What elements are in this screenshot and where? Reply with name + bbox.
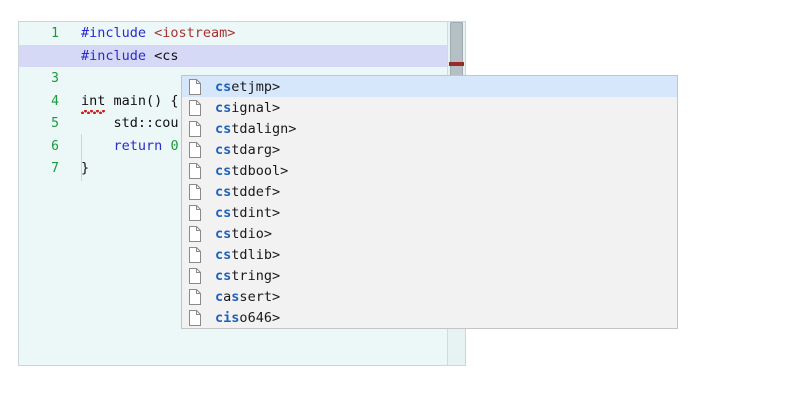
code-line[interactable]: #include <iostream> xyxy=(71,22,445,45)
autocomplete-item[interactable]: csignal> xyxy=(182,97,677,118)
document-icon xyxy=(189,225,201,242)
document-icon xyxy=(189,78,201,95)
document-icon xyxy=(189,183,201,200)
document-icon xyxy=(189,120,201,137)
code-token: return xyxy=(113,137,163,154)
line-number: 4 xyxy=(51,93,59,109)
autocomplete-item-label: cstdarg> xyxy=(215,141,281,158)
document-icon xyxy=(189,204,201,221)
line-number: 3 xyxy=(51,71,59,86)
code-line-text: int main() { xyxy=(71,90,445,114)
code-token: #include xyxy=(81,47,155,64)
code-line[interactable]: int main() { xyxy=(71,90,445,114)
code-line-text: return 0 xyxy=(71,135,445,158)
autocomplete-item-label: cstdbool> xyxy=(215,162,289,179)
autocomplete-item-label: csignal> xyxy=(215,99,281,116)
autocomplete-item-label: cstddef> xyxy=(215,183,281,200)
document-icon xyxy=(189,288,201,305)
autocomplete-item[interactable]: cstdalign> xyxy=(182,118,677,139)
code-line-text: #include <cs xyxy=(71,45,445,68)
code-token: 0 xyxy=(170,137,179,154)
autocomplete-item[interactable]: ciso646> xyxy=(182,307,677,328)
code-line[interactable]: return 0 xyxy=(71,135,445,158)
code-token: main() { xyxy=(105,92,179,109)
line-number-gutter: 1234567 xyxy=(19,22,71,365)
autocomplete-item-label: cstdint> xyxy=(215,204,281,221)
document-icon xyxy=(189,99,201,116)
line-number: 5 xyxy=(51,116,59,131)
code-token: } xyxy=(81,160,90,176)
autocomplete-item[interactable]: csetjmp> xyxy=(182,76,677,97)
autocomplete-item-label: ciso646> xyxy=(215,309,281,326)
code-token: <cs xyxy=(154,47,179,64)
code-line[interactable]: std::cou xyxy=(71,112,445,135)
current-line-highlight xyxy=(19,44,465,67)
document-icon xyxy=(189,141,201,158)
line-number: 6 xyxy=(51,138,59,154)
autocomplete-item[interactable]: cstddef> xyxy=(182,181,677,202)
autocomplete-list[interactable]: csetjmp> csignal> cstdalign> cstdarg> cstdbo… xyxy=(182,76,677,328)
autocomplete-item[interactable]: cstdlib> xyxy=(182,244,677,265)
code-token xyxy=(81,138,114,154)
code-token: #include xyxy=(81,25,155,41)
code-token: <iostream> xyxy=(154,25,236,41)
autocomplete-item[interactable]: cassert> xyxy=(182,286,677,307)
autocomplete-item-label: cstring> xyxy=(215,267,281,284)
line-number: 7 xyxy=(51,161,59,176)
code-line-text: #include <iostream> xyxy=(71,22,445,45)
autocomplete-item[interactable]: cstdint> xyxy=(182,202,677,223)
code-line-text: std::cou xyxy=(71,112,445,135)
autocomplete-item-label: cstdlib> xyxy=(215,246,281,263)
autocomplete-item[interactable]: cstdio> xyxy=(182,223,677,244)
document-icon xyxy=(189,267,201,284)
line-number: 1 xyxy=(51,26,59,41)
autocomplete-item-label: cstdalign> xyxy=(215,120,297,137)
autocomplete-item-label: cstdio> xyxy=(215,225,272,242)
document-icon xyxy=(189,246,201,263)
code-line[interactable]: } xyxy=(71,157,445,180)
indent-guide xyxy=(81,134,82,181)
autocomplete-item[interactable]: cstring> xyxy=(182,265,677,286)
autocomplete-item-label: csetjmp> xyxy=(215,78,281,95)
document-icon xyxy=(189,309,201,326)
autocomplete-popup[interactable]: csetjmp> csignal> cstdalign> cstdarg> cstdbo… xyxy=(181,75,678,329)
error-underlined-token: int xyxy=(81,90,106,114)
autocomplete-item[interactable]: cstdbool> xyxy=(182,160,677,181)
code-line-text: } xyxy=(71,157,445,180)
document-icon xyxy=(189,162,201,179)
autocomplete-item-label: cassert> xyxy=(215,288,281,305)
autocomplete-item[interactable]: cstdarg> xyxy=(182,139,677,160)
code-line[interactable]: #include <cs xyxy=(19,44,465,68)
error-marker[interactable] xyxy=(449,62,464,66)
code-token: std::cou xyxy=(81,115,179,131)
